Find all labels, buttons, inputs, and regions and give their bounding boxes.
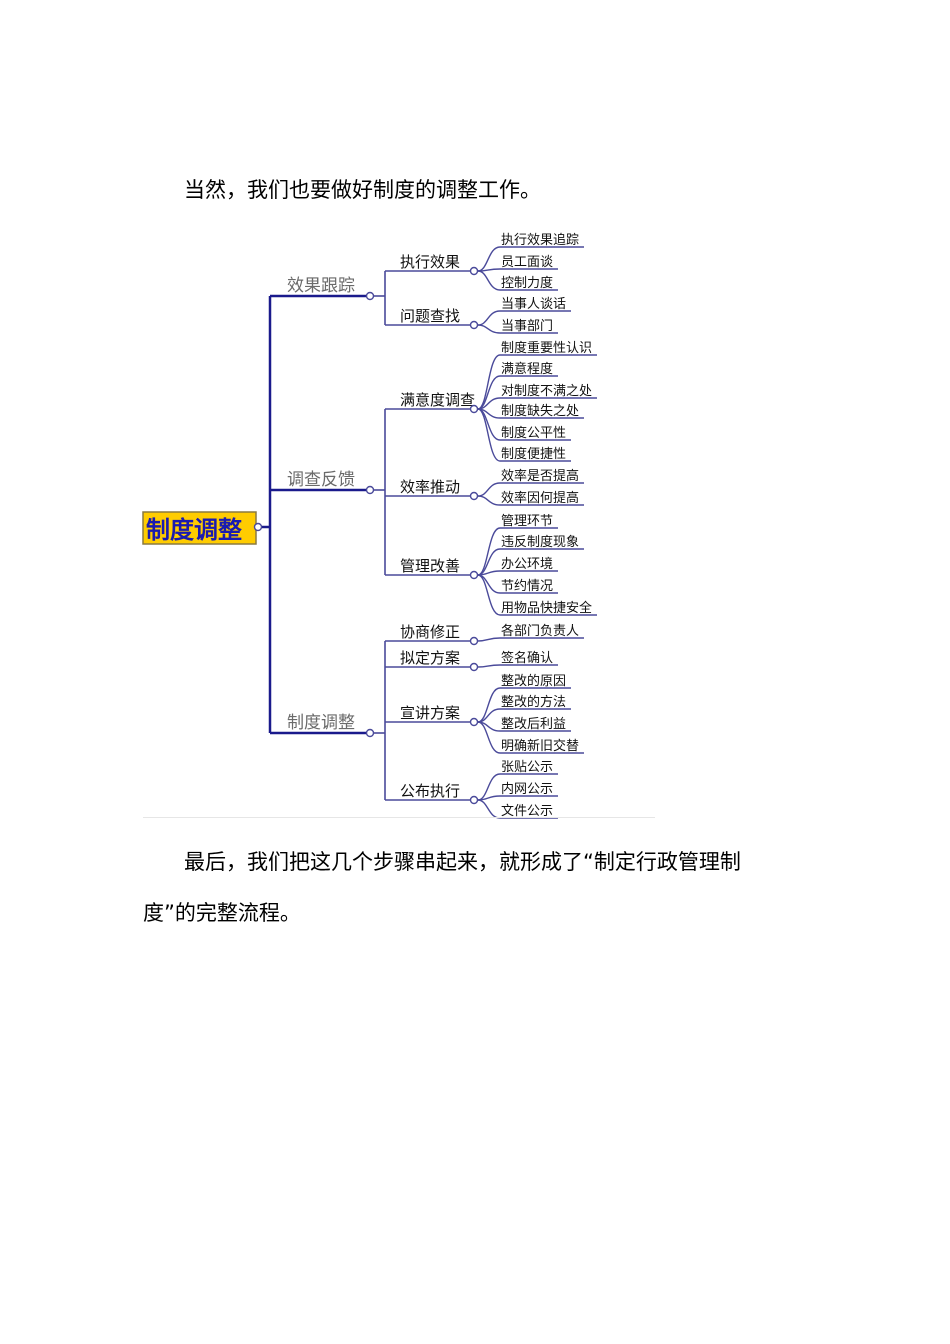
leaf-label: 执行效果追踪	[501, 232, 579, 248]
leaf-label: 办公环境	[501, 557, 553, 572]
leaf-connector	[477, 527, 501, 576]
leaf-label: 张贴公示	[501, 760, 553, 775]
topic-label: 协商修正	[400, 623, 460, 641]
leaf-connector	[477, 270, 501, 291]
root-node-box	[142, 511, 257, 545]
leaf-label: 满意程度	[501, 361, 553, 377]
leaf-label: 效率是否提高	[501, 468, 579, 484]
topic-connector-icon	[469, 717, 479, 727]
branch-label: 调查反馈	[287, 470, 355, 490]
leaf-connector	[477, 637, 501, 642]
topic-connector-icon	[469, 662, 479, 672]
leaf-label: 各部门负责人	[501, 623, 579, 639]
root-connector-icon	[253, 522, 263, 532]
branch-connector-icon	[365, 728, 375, 738]
topic-label: 宣讲方案	[400, 704, 460, 722]
topic-label: 公布执行	[400, 782, 460, 800]
leaf-label: 制度便捷性	[501, 446, 566, 462]
leaf-label: 控制力度	[501, 275, 553, 291]
leaf-label: 整改后利益	[501, 717, 566, 732]
leaf-label: 文件公示	[501, 804, 553, 819]
leaf-connector	[477, 574, 501, 616]
leaf-connector	[477, 310, 501, 326]
conclusion-paragraph-line-2: 度”的完整流程。	[143, 901, 301, 925]
leaf-connector	[477, 408, 501, 462]
leaf-label: 员工面谈	[501, 255, 553, 270]
topic-connector-icon	[469, 570, 479, 580]
leaf-connector	[477, 246, 501, 272]
topic-label: 效率推动	[400, 478, 460, 496]
leaf-connector	[477, 354, 501, 410]
leaf-label: 制度公平性	[501, 425, 566, 441]
branch-connector-icon	[365, 485, 375, 495]
leaf-label: 明确新旧交替	[501, 738, 579, 754]
leaf-connector	[477, 687, 501, 723]
branch-label: 效果跟踪	[287, 276, 355, 296]
leaf-label: 整改的方法	[501, 694, 566, 710]
leaf-connector	[477, 324, 501, 334]
topic-label: 执行效果	[400, 253, 460, 271]
leaf-connector	[477, 495, 501, 506]
topic-connector-icon	[469, 320, 479, 330]
topic-label: 拟定方案	[400, 649, 460, 667]
leaf-label: 整改的原因	[501, 673, 566, 689]
branch-label: 制度调整	[287, 713, 355, 733]
leaf-label: 管理环节	[501, 514, 553, 529]
topic-label: 满意度调查	[400, 391, 475, 409]
topic-connector-icon	[469, 266, 479, 276]
leaf-label: 制度重要性认识	[501, 340, 592, 356]
leaf-label: 制度缺失之处	[501, 403, 579, 419]
topic-label: 管理改善	[400, 557, 460, 575]
leaf-label: 当事人谈话	[501, 297, 566, 312]
branch-connector-icon	[365, 291, 375, 301]
leaf-connector	[477, 482, 501, 497]
leaf-connector	[477, 664, 501, 668]
leaf-label: 签名确认	[501, 650, 553, 666]
intro-paragraph: 当然，我们也要做好制度的调整工作。	[184, 178, 541, 202]
leaf-label: 效率因何提高	[501, 490, 579, 506]
topic-connector-icon	[469, 795, 479, 805]
leaf-label: 违反制度现象	[501, 534, 579, 550]
conclusion-paragraph-line-1: 最后，我们把这几个步骤串起来，就形成了“制定行政管理制	[184, 850, 741, 874]
mind-map-figure: 制度调整 效果跟踪 执行效果 执行效果追踪员工面谈控制力度问题查找 当事人谈话当事部门调…	[140, 225, 660, 825]
topic-connector-icon	[469, 636, 479, 646]
topic-connector-icon	[469, 491, 479, 501]
leaf-label: 当事部门	[501, 319, 553, 334]
leaf-label: 对制度不满之处	[501, 383, 592, 399]
figure-bottom-divider	[143, 817, 655, 818]
leaf-connector	[477, 721, 501, 754]
leaf-label: 节约情况	[501, 579, 553, 594]
root-node-label: 制度调整	[146, 516, 242, 544]
leaf-connector	[477, 799, 501, 819]
topic-connector-icon	[469, 404, 479, 414]
leaf-label: 用物品快捷安全	[501, 600, 592, 616]
leaf-label: 内网公示	[501, 781, 553, 797]
topic-label: 问题查找	[400, 307, 460, 325]
